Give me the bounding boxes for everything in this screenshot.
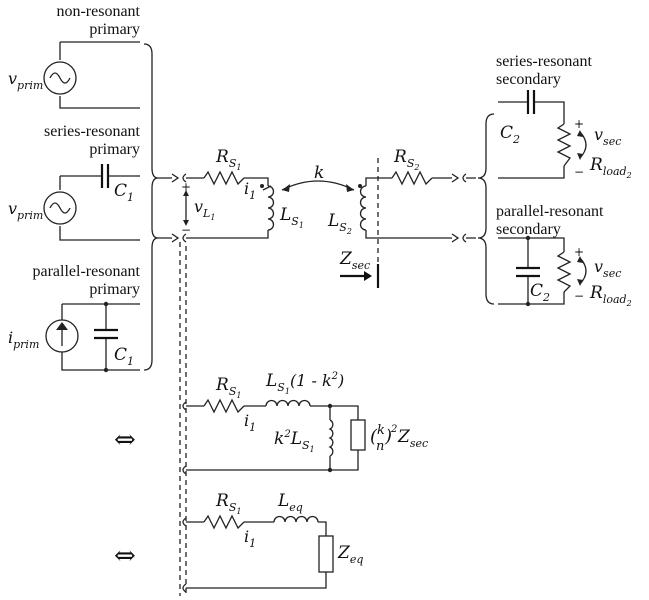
series-primary-title-1: series-resonant	[44, 123, 141, 140]
c1-label-parallel: C1	[114, 345, 134, 368]
parallel-primary-title-2: primary	[89, 281, 140, 298]
parallel-secondary-circuit	[498, 235, 587, 307]
ls1-label: LS1	[279, 205, 304, 230]
vl1-arrow-icon	[183, 190, 189, 226]
parallel-primary-title-1: parallel-resonant	[33, 263, 141, 280]
inductor-leakage-icon	[265, 399, 311, 407]
zsec-label: Zsec	[339, 249, 370, 272]
i1-current-arrow	[262, 185, 272, 191]
equivalent-circuit-1	[182, 398, 366, 475]
svg-text:(: (	[370, 426, 378, 447]
vsec-arrow-parallel-icon	[577, 256, 587, 286]
impedance-zsec-reflected-icon	[350, 419, 366, 451]
rs1-label-eq1: RS1	[215, 375, 241, 400]
rs2-label: RS2	[393, 147, 419, 172]
non-resonant-title-1: non-resonant	[56, 3, 140, 20]
ac-voltage-source-icon	[43, 61, 77, 95]
resistor-rs2-icon	[391, 170, 433, 186]
iprim-label: iprim	[8, 328, 39, 351]
c1-label-series: C1	[114, 181, 134, 204]
series-secondary-title-2: secondary	[496, 71, 561, 88]
i1-label: i1	[244, 179, 256, 202]
secondary-brace	[477, 113, 495, 305]
rload-label-parallel: Rload2	[589, 283, 632, 308]
transformer-circuit	[183, 158, 452, 288]
inductor-magnetizing-icon	[328, 419, 334, 457]
svg-text:2: 2	[390, 424, 397, 435]
resistor-rs1-icon	[203, 170, 245, 186]
equivalence-symbol-2: ⇔	[114, 541, 136, 571]
resistor-rload-parallel-icon	[556, 251, 572, 293]
vsec-arrow-series-icon	[577, 130, 587, 160]
non-resonant-circuit	[43, 41, 140, 109]
parallel-secondary-title-2: secondary	[496, 221, 561, 238]
capacitor-c1-parallel-icon	[94, 328, 118, 340]
series-secondary-title-1: series-resonant	[496, 53, 593, 70]
capacitor-c2-series-icon	[526, 90, 536, 114]
series-primary-title-2: primary	[89, 141, 140, 158]
svg-text:n: n	[376, 439, 384, 454]
resistor-rs1-eq2-icon	[203, 514, 245, 530]
zsec-arrow-icon	[340, 264, 380, 288]
vl1-label: vL1	[194, 197, 215, 222]
ac-voltage-source-icon	[43, 191, 77, 225]
magnetizing-inductance-label: k2LS1	[274, 429, 315, 454]
vsec-label-series: vsec	[594, 125, 621, 148]
series-primary-circuit	[43, 164, 140, 241]
coupling-k-arrow-icon	[281, 180, 355, 192]
inductor-leq-icon	[273, 515, 319, 523]
parallel-secondary-title-1: parallel-resonant	[496, 203, 604, 220]
primary-brace	[143, 43, 159, 371]
c2-label-series: C2	[500, 123, 520, 146]
non-resonant-title-2: primary	[89, 21, 140, 38]
vl1-plus: +	[181, 180, 191, 194]
vsec-plus-parallel: +	[574, 245, 584, 259]
inductor-ls2-icon	[359, 185, 367, 231]
parallel-primary-circuit	[45, 301, 140, 373]
vsec-plus-series: +	[574, 117, 584, 131]
inductor-ls1-icon	[267, 185, 275, 231]
resistor-rs1-eq1-icon	[203, 398, 245, 414]
resistor-rload-series-icon	[556, 123, 572, 167]
current-source-icon	[45, 319, 79, 353]
k-label: k	[314, 163, 324, 183]
vsec-minus-parallel: −	[574, 289, 584, 303]
series-secondary-circuit	[498, 90, 587, 179]
rload-label-series: Rload2	[589, 155, 632, 180]
vprim-label-2: vprim	[8, 199, 43, 222]
vsec-minus-series: −	[574, 165, 584, 179]
i1-label-eq2: i1	[244, 527, 256, 550]
reflected-impedance-label: ( k n ) 2 Zsec	[370, 423, 428, 454]
ls2-label: LS2	[327, 211, 352, 236]
svg-text:): )	[384, 426, 392, 447]
capacitor-c1-series-icon	[100, 164, 110, 188]
zeq-label: Zeq	[337, 543, 363, 566]
leq-label: Leq	[277, 491, 303, 514]
equivalent-circuit-2	[182, 514, 334, 593]
svg-text:Zsec: Zsec	[397, 427, 428, 450]
i1-label-eq1: i1	[244, 411, 256, 434]
vl1-minus: −	[181, 223, 191, 237]
rs1-label: RS1	[215, 147, 241, 172]
c2-label-parallel: C2	[530, 281, 550, 304]
rs1-label-eq2: RS1	[215, 491, 241, 516]
svg-text:k: k	[377, 423, 385, 438]
vsec-label-parallel: vsec	[594, 257, 621, 280]
capacitor-c2-parallel-icon	[516, 266, 540, 278]
leakage-inductance-label: LS1(1 - k2)	[265, 371, 344, 396]
vprim-label-1: vprim	[8, 69, 43, 92]
equivalence-symbol-1: ⇔	[114, 425, 136, 455]
impedance-zeq-icon	[318, 535, 334, 573]
